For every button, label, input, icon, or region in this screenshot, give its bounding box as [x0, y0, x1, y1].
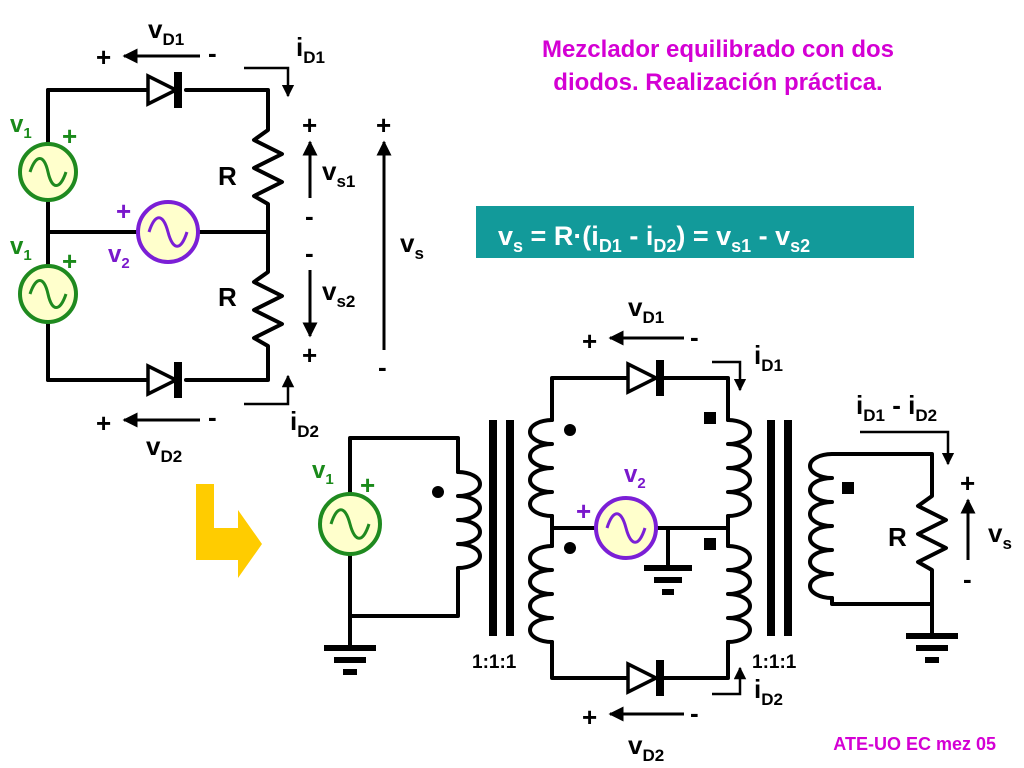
plus-vs2: + — [302, 340, 317, 370]
label-v1-lower: v1 — [10, 233, 32, 264]
ground-icon-middle — [644, 565, 692, 595]
label-vs1: vs1 — [322, 156, 355, 191]
label-r-bottom: R — [218, 282, 237, 312]
dot-primary — [432, 486, 444, 498]
arrow-id2-left — [244, 374, 295, 406]
minus-vs1: - — [305, 201, 314, 231]
right-circuit: v1 + 1:1:1 — [312, 292, 1012, 765]
diode-d1 — [146, 72, 182, 108]
source-v2-right — [594, 496, 658, 560]
label-id1-right: iD1 — [754, 340, 783, 375]
label-vd2-left: vD2 — [146, 431, 182, 466]
plus-vs-left: + — [376, 110, 391, 140]
label-r-output: R — [888, 522, 907, 552]
label-vd1-left: vD1 — [148, 14, 184, 49]
plus-vd1-right: + — [582, 326, 597, 356]
plus-v1-right: + — [360, 470, 375, 500]
coil-output — [808, 452, 834, 600]
plus-vd1-left: + — [96, 42, 111, 72]
ratio-1: 1:1:1 — [472, 652, 517, 673]
arrow-id-diff — [860, 430, 955, 466]
ratio-2: 1:1:1 — [752, 652, 797, 673]
equation-text: vs = R·(iD1 - iD2) = vs1 - vs2 — [498, 221, 810, 256]
slide-title-line-2: diodos. Realización práctica. — [553, 69, 882, 96]
label-id2-left: iD2 — [290, 406, 319, 441]
plus-vs1: + — [302, 110, 317, 140]
plus-vs-right: + — [960, 468, 975, 498]
label-vd2-right: vD2 — [628, 730, 664, 765]
label-r-top: R — [218, 161, 237, 191]
coil-ter-left-bottom — [726, 544, 752, 644]
square-output — [842, 482, 854, 494]
ground-icon-output — [906, 633, 958, 663]
plus-v2-right: + — [576, 496, 591, 526]
label-v2-right: v2 — [624, 461, 646, 492]
source-v2-left — [136, 200, 200, 264]
arrow-id1-right — [712, 360, 747, 392]
ground-icon-primary — [324, 645, 376, 675]
resistor-r-bottom — [252, 260, 284, 352]
resistor-r-output — [916, 486, 948, 578]
label-v2-left: v2 — [108, 241, 130, 272]
arrow-id1-left — [244, 66, 295, 98]
plus-vd2-right: + — [582, 702, 597, 732]
dot-sec-left-top — [564, 424, 576, 436]
minus-vd1-right: - — [690, 322, 699, 352]
diode-d2 — [146, 362, 182, 398]
label-id2-right: iD2 — [754, 674, 783, 709]
footer-label: ATE-UO EC mez 05 — [833, 734, 996, 754]
source-v1-right — [318, 492, 382, 556]
square-ter-bottom — [704, 538, 716, 550]
coil-primary — [456, 470, 482, 594]
label-vs-right: vs — [988, 518, 1012, 553]
coil-ter-left-top — [726, 418, 752, 518]
arrow-id2-right — [712, 666, 747, 696]
label-v1-right: v1 — [312, 457, 334, 488]
plus-v1-lower: + — [62, 246, 77, 276]
minus-vd1-left: - — [208, 38, 217, 68]
label-vd1-right: vD1 — [628, 292, 664, 327]
minus-vs-right: - — [963, 564, 972, 594]
minus-vs2: - — [305, 238, 314, 268]
plus-v2-left: + — [116, 196, 131, 226]
label-v1-upper: v1 — [10, 111, 32, 142]
minus-vd2-left: - — [208, 402, 217, 432]
equation-box: vs = R·(iD1 - iD2) = vs1 - vs2 — [476, 206, 914, 258]
minus-vs-left: - — [378, 352, 387, 382]
resistor-r-top — [252, 118, 284, 212]
left-circuit: v1 + v1 + + v2 vD1 + - iD1 + - vD2 iD2 R… — [10, 14, 424, 466]
square-ter-top — [704, 412, 716, 424]
coil-sec-left-bottom — [528, 544, 554, 644]
plus-vd2-left: + — [96, 408, 111, 438]
yellow-arrow-icon — [196, 484, 262, 578]
slide-title-line-1: Mezclador equilibrado con dos — [542, 36, 894, 63]
dot-sec-left-bottom — [564, 542, 576, 554]
minus-vd2-right: - — [690, 698, 699, 728]
plus-v1-upper: + — [62, 121, 77, 151]
label-id-diff: iD1 - iD2 — [856, 390, 937, 425]
label-vs2: vs2 — [322, 276, 355, 311]
diode-d1-right — [626, 360, 664, 396]
label-id1-left: iD1 — [296, 32, 325, 67]
source-v1-upper — [18, 142, 78, 202]
source-v1-lower — [18, 264, 78, 324]
diode-d2-right — [626, 660, 664, 696]
coil-sec-left-top — [528, 418, 554, 518]
label-vs-left: vs — [400, 228, 424, 263]
